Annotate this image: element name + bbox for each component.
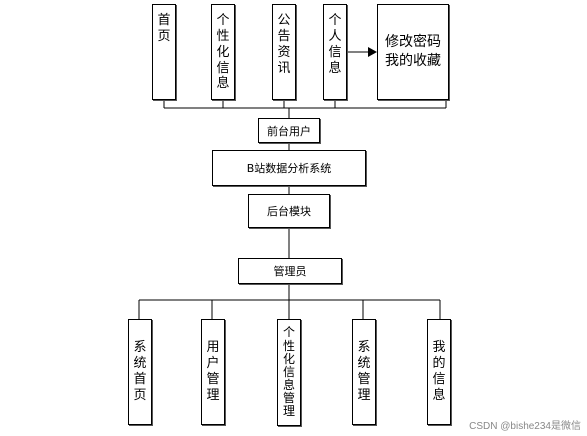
back-module-personalized-info-management: 个 性 化 信 息 管 理	[277, 319, 301, 426]
back-module-system-management: 系 统 管 理	[352, 319, 376, 425]
front-module-personalized-info: 个 性 化 信 息	[211, 4, 235, 100]
front-module-personal-info: 个 人 信 息	[323, 4, 347, 100]
back-module-my-info: 我 的 信 息	[427, 319, 451, 425]
back-module-user-management: 用 户 管 理	[201, 319, 225, 425]
arrow-head-icon	[368, 47, 377, 57]
front-module-home: 首 页	[152, 4, 176, 100]
backend-module-box: 后台模块	[248, 194, 330, 228]
system-box: B站数据分析系统	[212, 150, 366, 186]
admin-box: 管理员	[238, 258, 342, 284]
front-user-box: 前台用户	[258, 118, 320, 143]
change-password-favorites-box: 修改密码 我的收藏	[377, 4, 449, 100]
front-module-announcements: 公 告 资 讯	[272, 4, 296, 100]
back-module-system-home: 系 统 首 页	[128, 319, 152, 425]
watermark-text: CSDN @bishe234是微信	[469, 421, 581, 432]
